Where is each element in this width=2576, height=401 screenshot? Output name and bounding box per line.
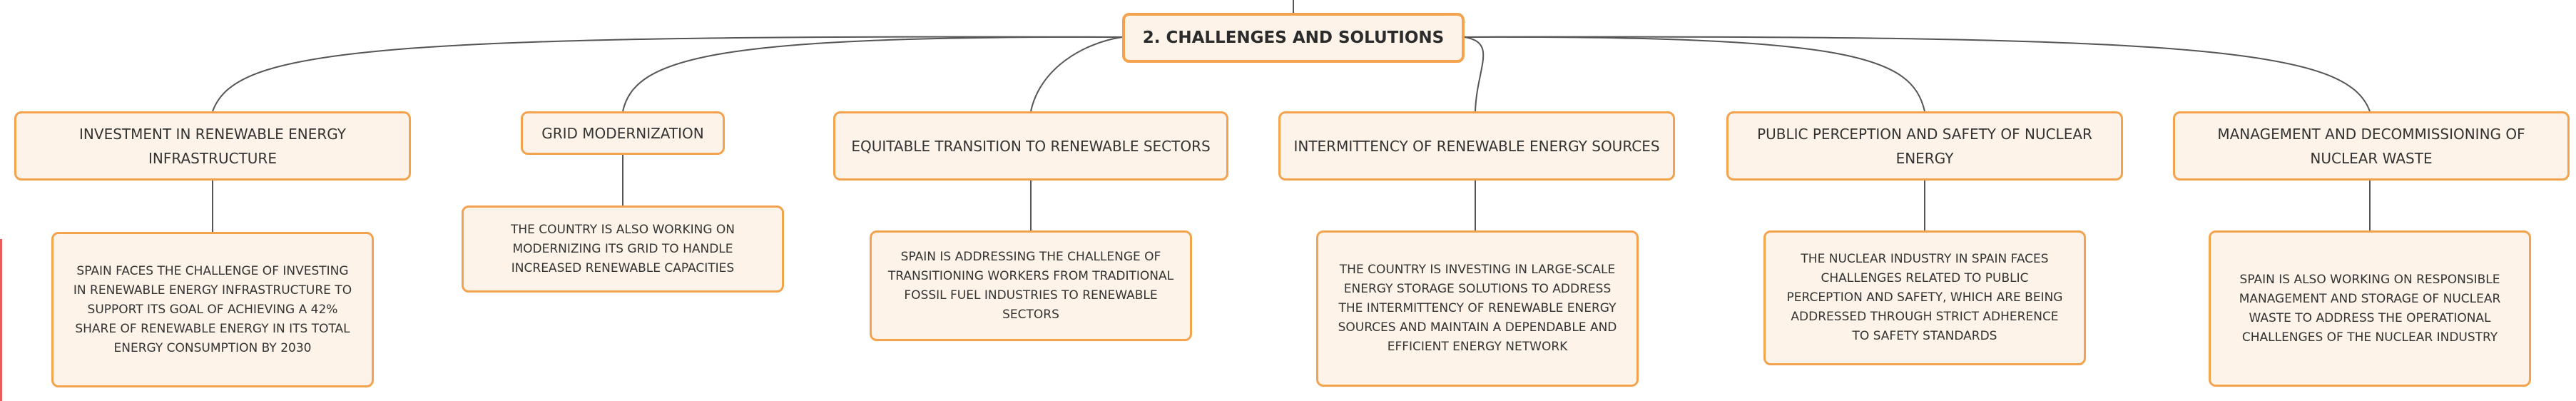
topic-label: INVESTMENT IN RENEWABLE ENERGY INFRASTRU… — [79, 125, 346, 167]
connector-branch-2 — [1030, 36, 1123, 112]
selection-edge-marker — [0, 239, 2, 401]
topic-label: PUBLIC PERCEPTION AND SAFETY OF NUCLEAR … — [1757, 125, 2092, 167]
detail-nuclear-waste[interactable]: SPAIN IS ALSO WORKING ON RESPONSIBLE MAN… — [2209, 230, 2531, 387]
topic-grid-modernization[interactable]: GRID MODERNIZATION — [521, 111, 725, 155]
connector-branch-1 — [622, 36, 1123, 112]
topic-nuclear-waste[interactable]: MANAGEMENT AND DECOMMISSIONING OF NUCLEA… — [2173, 111, 2570, 181]
connector-branch-5 — [1464, 36, 2371, 112]
detail-text: SPAIN FACES THE CHALLENGE OF INVESTING I… — [73, 263, 352, 355]
detail-text: THE NUCLEAR INDUSTRY IN SPAIN FACES CHAL… — [1786, 252, 2063, 343]
topic-intermittency[interactable]: INTERMITTENCY OF RENEWABLE ENERGY SOURCE… — [1278, 111, 1675, 181]
topic-label: GRID MODERNIZATION — [541, 124, 704, 142]
detail-grid-modernization[interactable]: THE COUNTRY IS ALSO WORKING ON MODERNIZI… — [462, 205, 784, 293]
root-topic[interactable]: 2. CHALLENGES AND SOLUTIONS — [1122, 13, 1465, 63]
topic-nuclear-perception-safety[interactable]: PUBLIC PERCEPTION AND SAFETY OF NUCLEAR … — [1726, 111, 2123, 181]
topic-label: INTERMITTENCY OF RENEWABLE ENERGY SOURCE… — [1293, 137, 1660, 155]
connector-branch-3 — [1464, 36, 1485, 112]
topic-label: MANAGEMENT AND DECOMMISSIONING OF NUCLEA… — [2217, 125, 2525, 167]
detail-nuclear-perception-safety[interactable]: THE NUCLEAR INDUSTRY IN SPAIN FACES CHAL… — [1763, 230, 2086, 365]
detail-text: THE COUNTRY IS ALSO WORKING ON MODERNIZI… — [510, 222, 735, 275]
connector-branch-0 — [212, 36, 1123, 112]
topic-label: EQUITABLE TRANSITION TO RENEWABLE SECTOR… — [851, 137, 1211, 155]
connector-branch-4 — [1464, 36, 1925, 112]
detail-text: SPAIN IS ADDRESSING THE CHALLENGE OF TRA… — [887, 249, 1174, 322]
detail-text: SPAIN IS ALSO WORKING ON RESPONSIBLE MAN… — [2239, 272, 2501, 345]
root-topic-label: 2. CHALLENGES AND SOLUTIONS — [1142, 29, 1445, 47]
topic-investment-renewable-infrastructure[interactable]: INVESTMENT IN RENEWABLE ENERGY INFRASTRU… — [14, 111, 411, 181]
detail-intermittency[interactable]: THE COUNTRY IS INVESTING IN LARGE-SCALE … — [1316, 230, 1639, 387]
detail-equitable-transition[interactable]: SPAIN IS ADDRESSING THE CHALLENGE OF TRA… — [870, 230, 1192, 341]
detail-investment-renewable-infrastructure[interactable]: SPAIN FACES THE CHALLENGE OF INVESTING I… — [51, 232, 374, 387]
topic-equitable-transition[interactable]: EQUITABLE TRANSITION TO RENEWABLE SECTOR… — [833, 111, 1228, 181]
detail-text: THE COUNTRY IS INVESTING IN LARGE-SCALE … — [1338, 263, 1617, 354]
